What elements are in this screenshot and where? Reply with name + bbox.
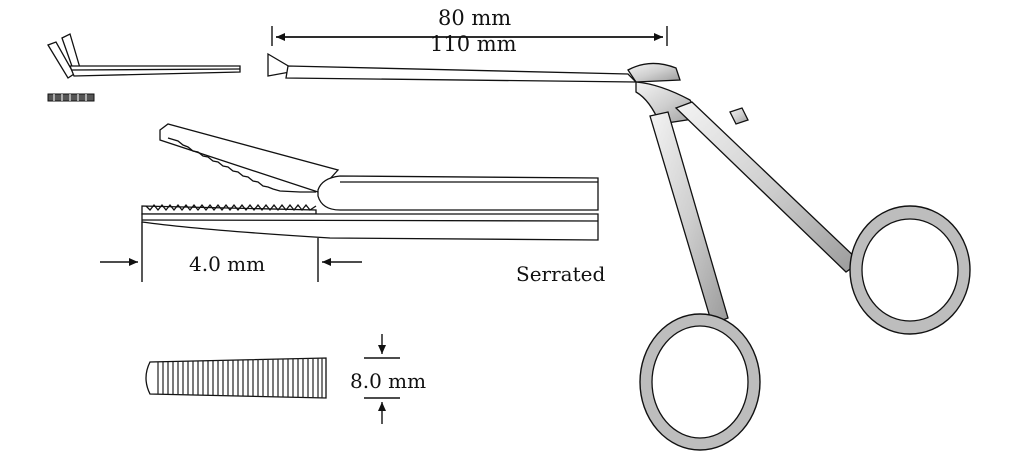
forceps-shaft: [267, 52, 702, 125]
serrated-jaw-detail: [141, 123, 599, 241]
jaw-width-dimension: [364, 334, 400, 424]
jaw-type-label: Serrated: [516, 262, 606, 286]
jaw-length-dimension: [100, 222, 362, 282]
jaw-width-label: 8.0 mm: [350, 369, 427, 393]
length-dimension-line: [271, 26, 668, 46]
length-label-long: 110 mm: [430, 32, 517, 56]
length-label-short: 80 mm: [438, 6, 512, 30]
finger-ring-upper: [849, 205, 971, 335]
jaw-width-view: [145, 357, 327, 399]
finger-ring-lower: [639, 313, 761, 451]
thumbnail-side-view: [47, 33, 241, 102]
jaw-length-label: 4.0 mm: [189, 252, 266, 276]
forceps-handles: [649, 101, 862, 325]
